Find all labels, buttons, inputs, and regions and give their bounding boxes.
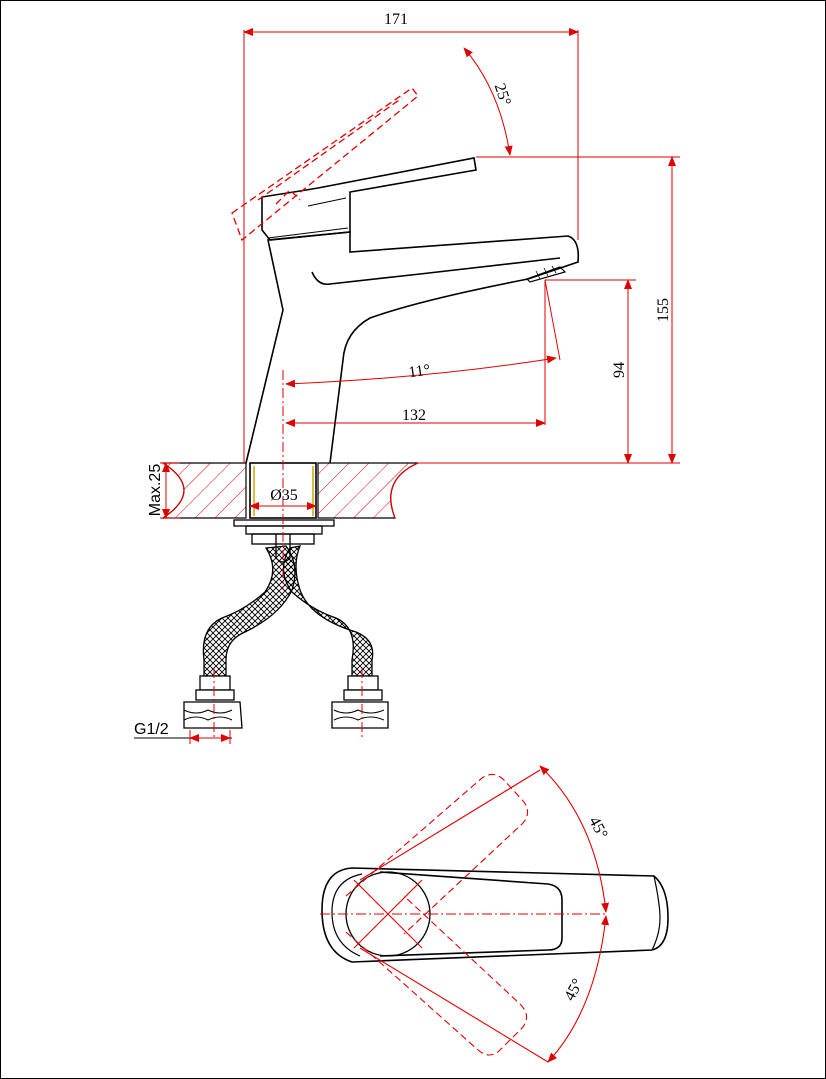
label-rotation-lower: 45° [561, 976, 587, 1004]
left-hose [202, 545, 296, 677]
right-nut [331, 701, 389, 729]
label-spout-reach: 132 [402, 407, 426, 424]
lever-handle [261, 157, 477, 241]
label-spout-angle: 11° [407, 362, 431, 382]
top-body-outline [321, 867, 669, 963]
flexible-hoses [183, 370, 389, 738]
faucet-top-view [321, 867, 669, 963]
faucet-side-view [245, 157, 580, 464]
label-overall-height: 155 [655, 298, 672, 322]
label-overall-width: 171 [384, 11, 408, 28]
faucet-body [245, 231, 580, 464]
spout-inner-line [311, 257, 561, 286]
countertop-section [160, 462, 419, 519]
aerator [525, 266, 567, 283]
label-lever-tilt: 25° [491, 81, 514, 108]
label-connection: G1/2 [134, 721, 169, 738]
label-max-deck: Max.25 [147, 464, 164, 517]
dimension-labels: 171 25° 155 94 11° 132 Ø35 Max.25 G1/2 4… [134, 11, 672, 1004]
countertop-right [317, 462, 419, 519]
right-hose [282, 545, 374, 677]
left-nut [183, 701, 243, 729]
lever-tilt-outline [231, 87, 419, 242]
label-rotation-upper: 45° [585, 814, 611, 842]
top-view-guides [320, 765, 610, 1063]
countertop-left [160, 462, 247, 519]
label-hole-diameter: Ø35 [270, 487, 298, 504]
dimension-lines-side [134, 28, 680, 744]
label-spout-height: 94 [611, 362, 628, 378]
